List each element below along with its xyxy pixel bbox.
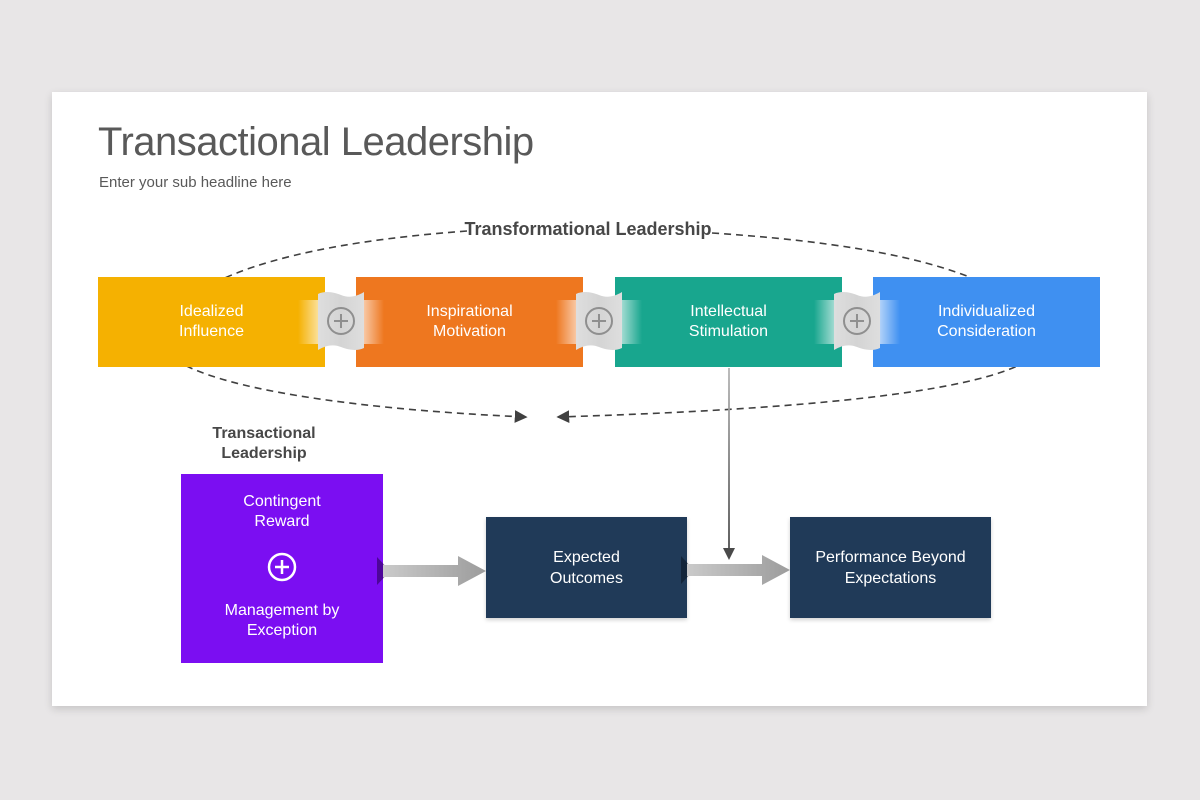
box-label: Performance Beyond Expectations bbox=[815, 548, 966, 587]
box-performance-beyond-expectations: Performance Beyond Expectations bbox=[790, 517, 991, 618]
management-by-exception-label: Management by Exception bbox=[224, 602, 340, 639]
box-label: Intellectual Stimulation bbox=[688, 303, 769, 340]
box-label: Idealized Influence bbox=[179, 303, 244, 340]
transformational-leadership-label: Transformational Leadership bbox=[464, 219, 712, 239]
box-label: Inspirational Motivation bbox=[426, 303, 513, 340]
contingent-reward-label: Contingent Reward bbox=[243, 493, 321, 530]
slide-title: Transactional Leadership bbox=[98, 120, 534, 164]
plus-icon bbox=[544, 286, 654, 356]
plus-icon bbox=[286, 286, 396, 356]
transactional-leadership-label: Transactional Leadership bbox=[212, 425, 316, 462]
plus-icon bbox=[802, 286, 912, 356]
box-label: Individualized Consideration bbox=[937, 303, 1036, 340]
box-expected-outcomes: Expected Outcomes bbox=[486, 517, 687, 618]
box-label: Expected Outcomes bbox=[550, 548, 623, 587]
plus-icon bbox=[267, 552, 297, 581]
box-transactional: Contingent Reward Management by Exceptio… bbox=[181, 474, 383, 663]
slide-subtitle: Enter your sub headline here bbox=[99, 174, 292, 191]
